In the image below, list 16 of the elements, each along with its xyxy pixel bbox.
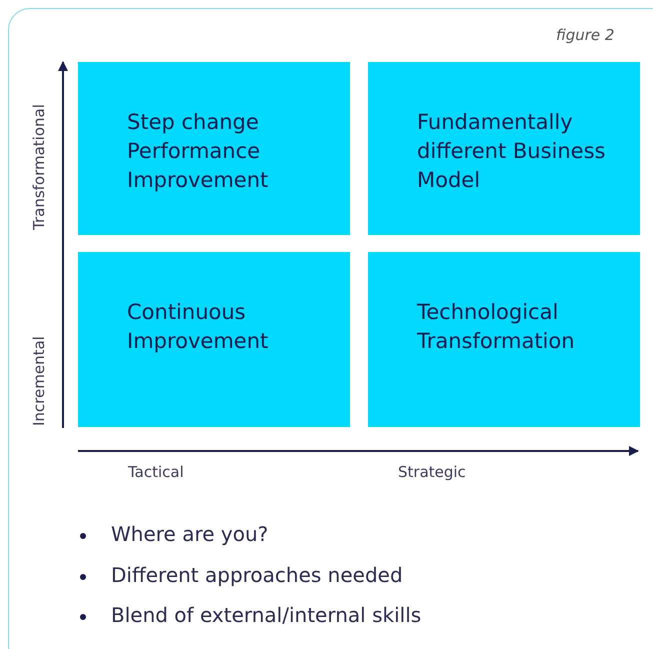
bullet-text: Different approaches needed xyxy=(111,563,403,587)
bullet-text: Blend of external/internal skills xyxy=(111,603,422,627)
axis-label: Strategic xyxy=(398,463,466,481)
quadrant-box xyxy=(368,252,640,427)
axis-label: Transformational xyxy=(30,104,48,230)
bullet-text: Where are you? xyxy=(111,522,268,546)
quadrant-title: Fundamentally different Business Model xyxy=(417,109,606,194)
quadrant-title: Step change Performance Improvement xyxy=(127,109,270,194)
quadrant-box xyxy=(78,252,350,427)
quadrant-box xyxy=(368,62,640,235)
quadrant-box xyxy=(78,62,350,235)
quadrant-title: Technological Transformation xyxy=(417,299,576,355)
figure-number: figure 2 xyxy=(556,26,614,44)
axis-label: Tactical xyxy=(128,463,184,481)
axis-label: Incremental xyxy=(30,336,48,426)
quadrant-title: Continuous Improvement xyxy=(127,299,270,355)
